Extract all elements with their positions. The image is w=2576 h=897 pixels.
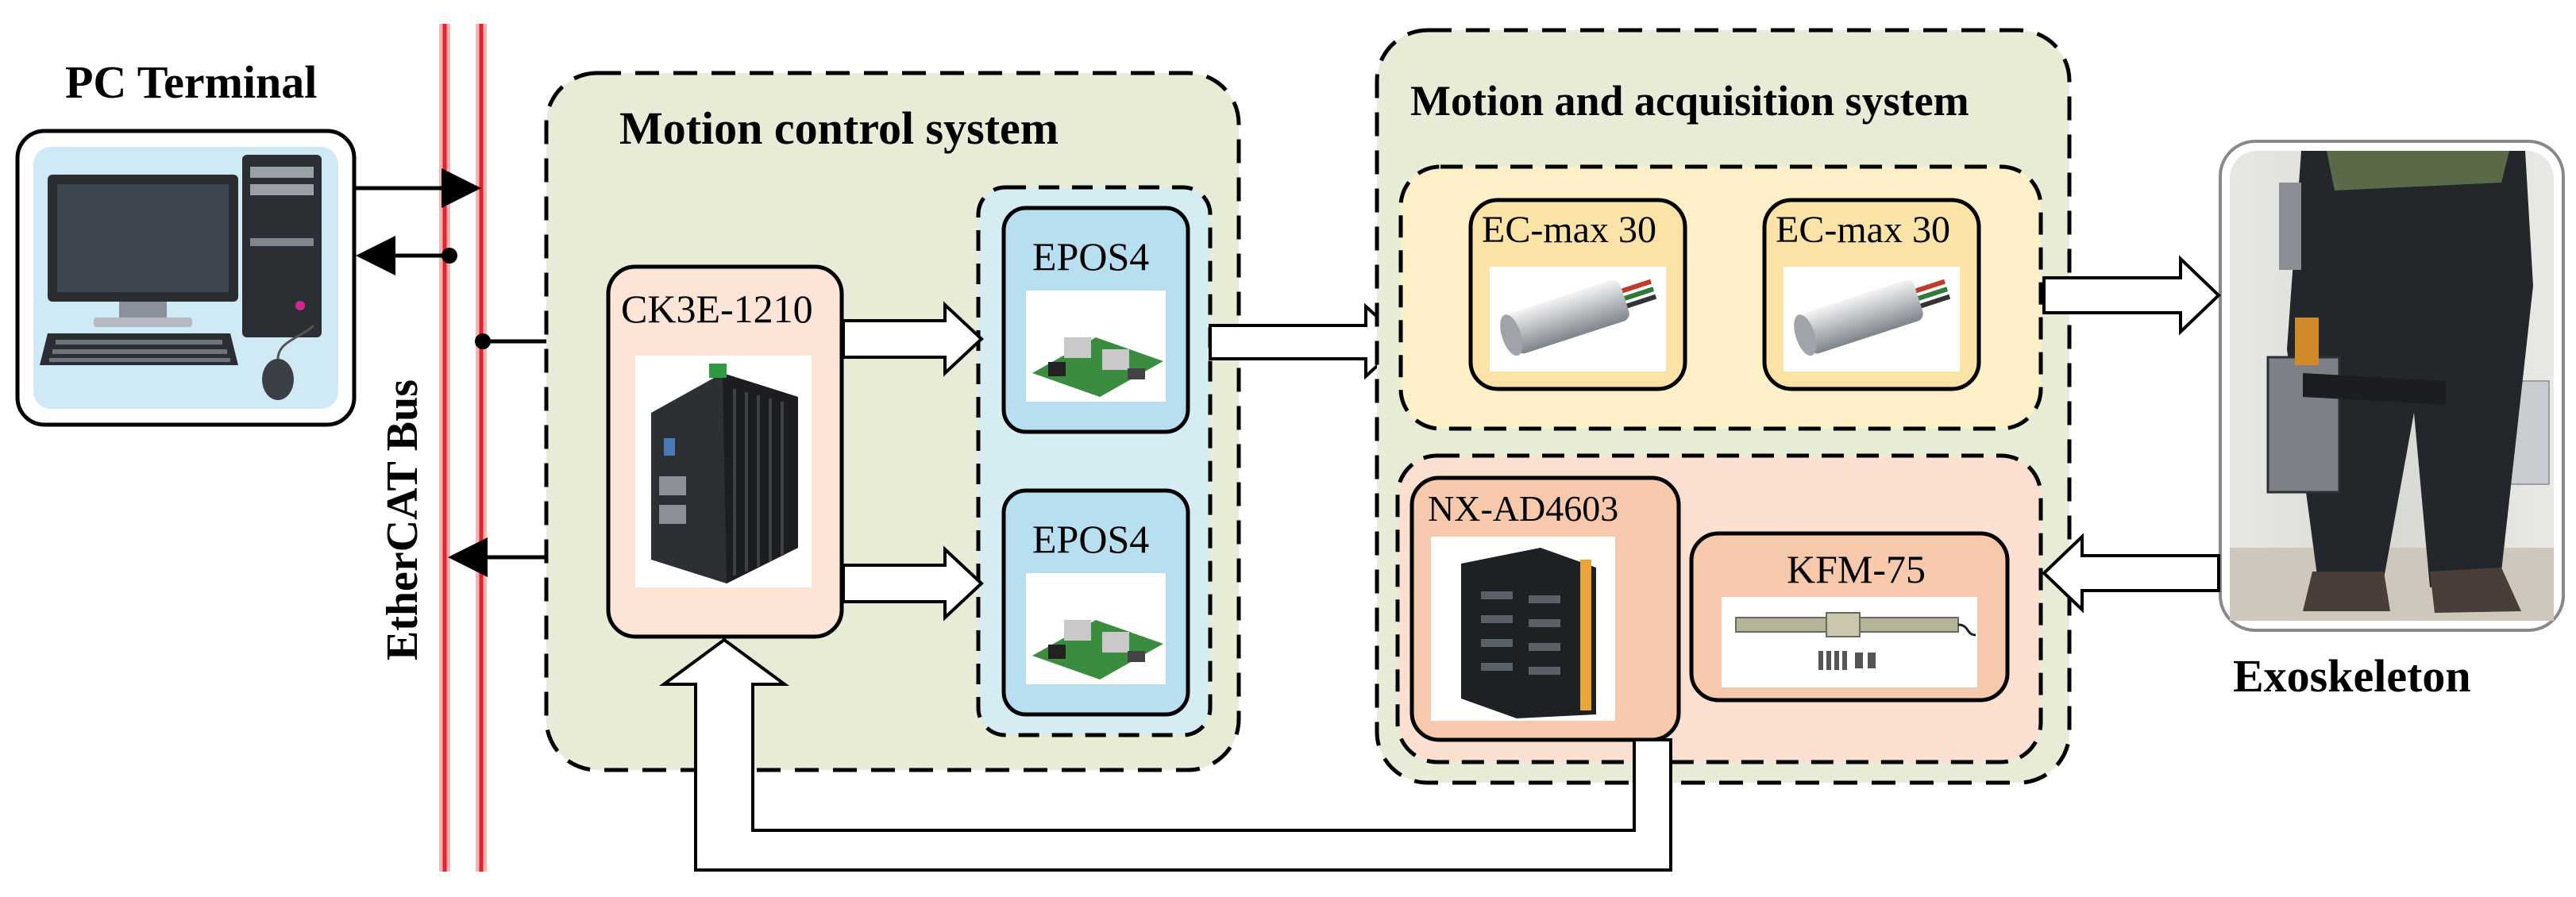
ck3e-controller xyxy=(606,264,844,639)
ec-max-motor-2 xyxy=(1762,198,1981,391)
epos4-label-2: EPOS4 xyxy=(1032,517,1150,561)
pc-terminal-label: PC Terminal xyxy=(65,56,318,108)
exoskeleton-to-sensor-arrow xyxy=(2042,533,2220,614)
ec-max-label-2: EC-max 30 xyxy=(1776,209,1950,251)
epos4-driver-2 xyxy=(1001,488,1190,717)
pc-terminal xyxy=(15,129,357,427)
driver-to-motor-arrow xyxy=(1209,302,1406,380)
controller-image xyxy=(651,364,798,583)
nx-ad4603-label: NX-AD4603 xyxy=(1428,488,1619,529)
ethercat-bus xyxy=(439,24,487,872)
epos4-driver-1 xyxy=(1001,206,1190,434)
kfm-75-label: KFM-75 xyxy=(1787,547,1926,591)
kfm-75-sensor xyxy=(1689,531,2010,703)
ck3e-label: CK3E-1210 xyxy=(621,287,813,331)
ethercat-bus-label: EtherCAT Bus xyxy=(378,379,427,661)
feedback-loop-arrow xyxy=(658,637,1672,872)
exoskeleton-photo xyxy=(2219,140,2565,632)
motion-control-title: Motion control system xyxy=(619,102,1059,154)
controller-to-driver-arrows xyxy=(842,301,984,622)
epos4-label-1: EPOS4 xyxy=(1032,234,1150,279)
ec-max-motor-1 xyxy=(1468,198,1687,391)
motor-to-exoskeleton-arrow xyxy=(2042,255,2221,336)
ec-max-label-1: EC-max 30 xyxy=(1482,209,1656,251)
exoskeleton-label: Exoskeleton xyxy=(2233,650,2471,702)
motion-acquisition-title: Motion and acquisition system xyxy=(1410,77,1969,125)
nx-ad4603-module xyxy=(1409,475,1681,742)
